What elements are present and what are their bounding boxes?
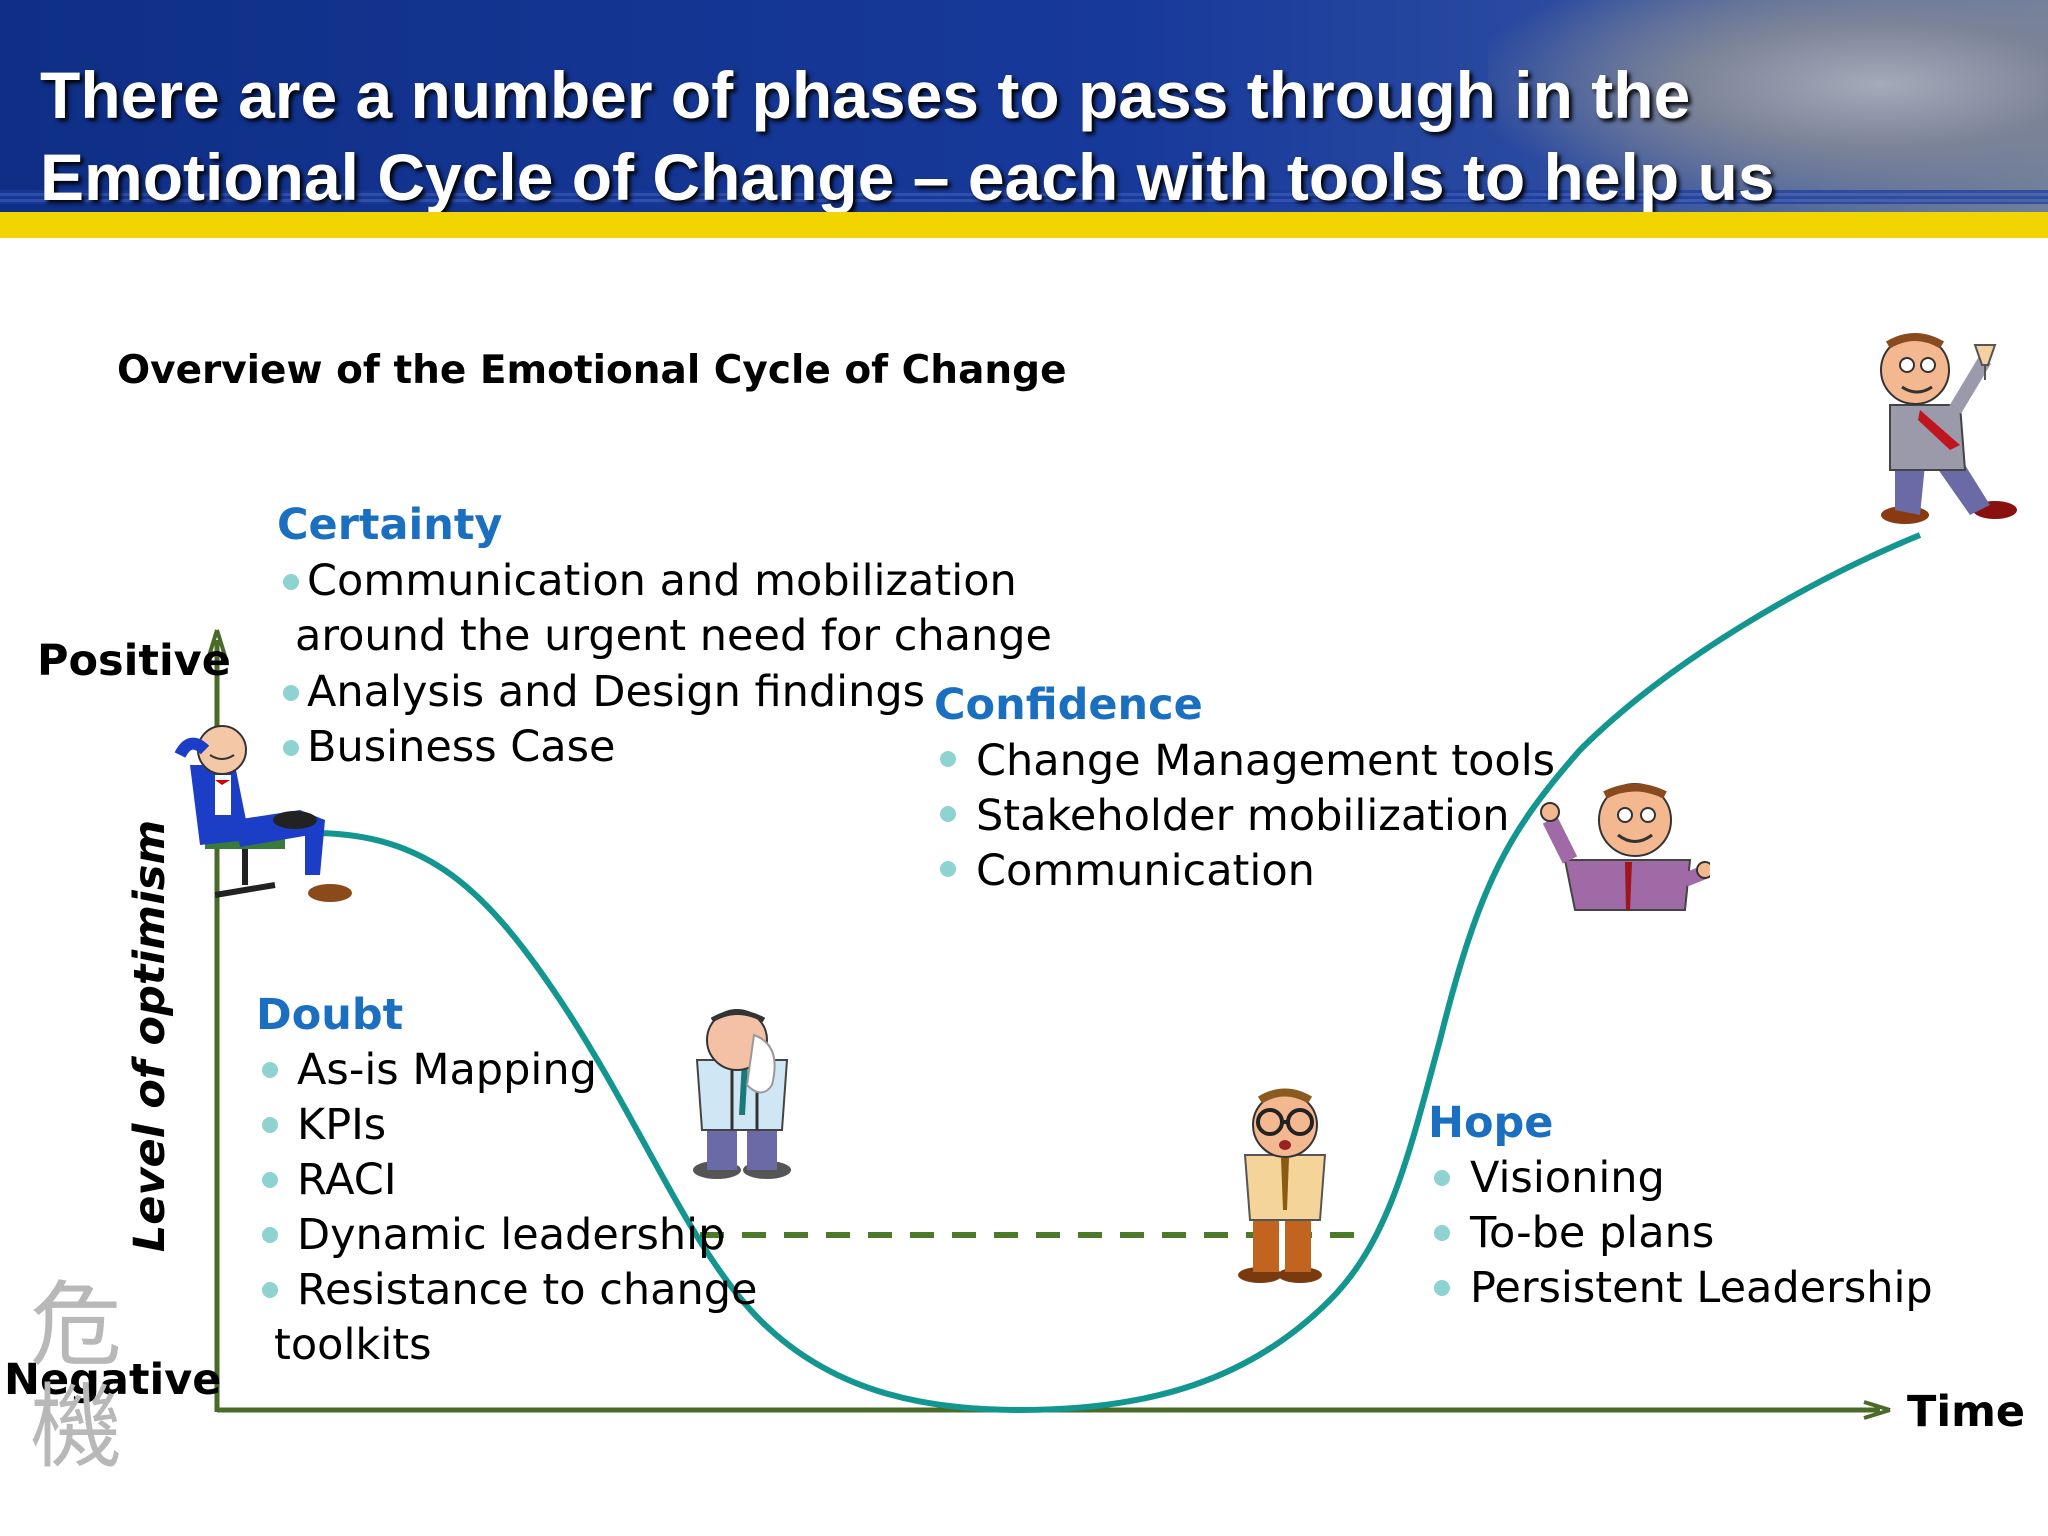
x-axis-arrow	[1863, 1400, 1891, 1420]
bullet	[940, 751, 956, 767]
diagram-subtitle: Overview of the Emotional Cycle of Chang…	[117, 348, 1067, 393]
cycle-curve	[299, 532, 1922, 1414]
bullet	[940, 861, 956, 877]
crying-man-figure	[693, 1009, 791, 1179]
certainty-heading: Certainty	[277, 500, 503, 550]
confidence-item-3: Communication	[976, 846, 1315, 896]
bullet	[940, 806, 956, 822]
doubt-heading: Doubt	[256, 990, 404, 1040]
doubt-item-4: Dynamic leadership	[297, 1210, 726, 1260]
certainty-item-1-cont: around the urgent need for change	[295, 611, 1052, 661]
doubt-item-5-cont: toolkits	[274, 1320, 432, 1370]
kanji-danger: 危	[30, 1272, 123, 1379]
hope-heading: Hope	[1428, 1098, 1554, 1148]
confidence-item-1: Change Management tools	[976, 736, 1556, 786]
worried-man-figure	[1238, 1088, 1327, 1283]
header-banner: There are a number of phases to pass thr…	[0, 0, 2048, 212]
certainty-item-2: Analysis and Design findings	[307, 667, 926, 717]
slide-title-line2: Emotional Cycle of Change – each with to…	[40, 140, 1775, 212]
kanji-opportunity: 機	[30, 1374, 123, 1481]
bullet	[1434, 1225, 1450, 1241]
celebrating-man-figure	[1880, 333, 2017, 524]
positive-label: Positive	[37, 636, 231, 686]
confidence-item-2: Stakeholder mobilization	[976, 791, 1510, 841]
negative-label: Negative	[4, 1355, 222, 1405]
relaxed-man-figure	[174, 725, 352, 902]
bullet	[283, 685, 299, 701]
bullet	[283, 574, 299, 590]
bullet	[1434, 1170, 1450, 1186]
slide-title: There are a number of phases to pass thr…	[40, 54, 1940, 212]
hope-item-2: To-be plans	[1470, 1208, 1715, 1258]
bullet	[262, 1227, 278, 1243]
slide-title-line1: There are a number of phases to pass thr…	[40, 58, 1691, 132]
certainty-item-1: Communication and mobilization	[307, 556, 1017, 606]
confidence-heading: Confidence	[934, 680, 1203, 730]
hope-item-3: Persistent Leadership	[1470, 1263, 1933, 1313]
bullet	[262, 1282, 278, 1298]
bullet	[262, 1117, 278, 1133]
y-axis-arrow	[207, 629, 227, 657]
doubt-item-5: Resistance to change	[297, 1265, 758, 1315]
doubt-item-1: As-is Mapping	[297, 1045, 597, 1095]
hope-item-1: Visioning	[1470, 1153, 1665, 1203]
bullet	[1434, 1280, 1450, 1296]
gold-divider	[0, 212, 2048, 238]
doubt-item-3: RACI	[297, 1155, 397, 1205]
bullet	[283, 740, 299, 756]
certainty-item-3: Business Case	[307, 722, 616, 772]
bullet	[262, 1172, 278, 1188]
header-stripes	[0, 190, 2048, 204]
doubt-item-2: KPIs	[297, 1100, 387, 1150]
time-label: Time	[1907, 1387, 2026, 1437]
crisis-kanji-watermark: 危 機	[30, 1275, 150, 1479]
pointing-man-figure	[1540, 783, 1710, 911]
bullet	[262, 1062, 278, 1078]
header-photo	[1488, 0, 2048, 212]
